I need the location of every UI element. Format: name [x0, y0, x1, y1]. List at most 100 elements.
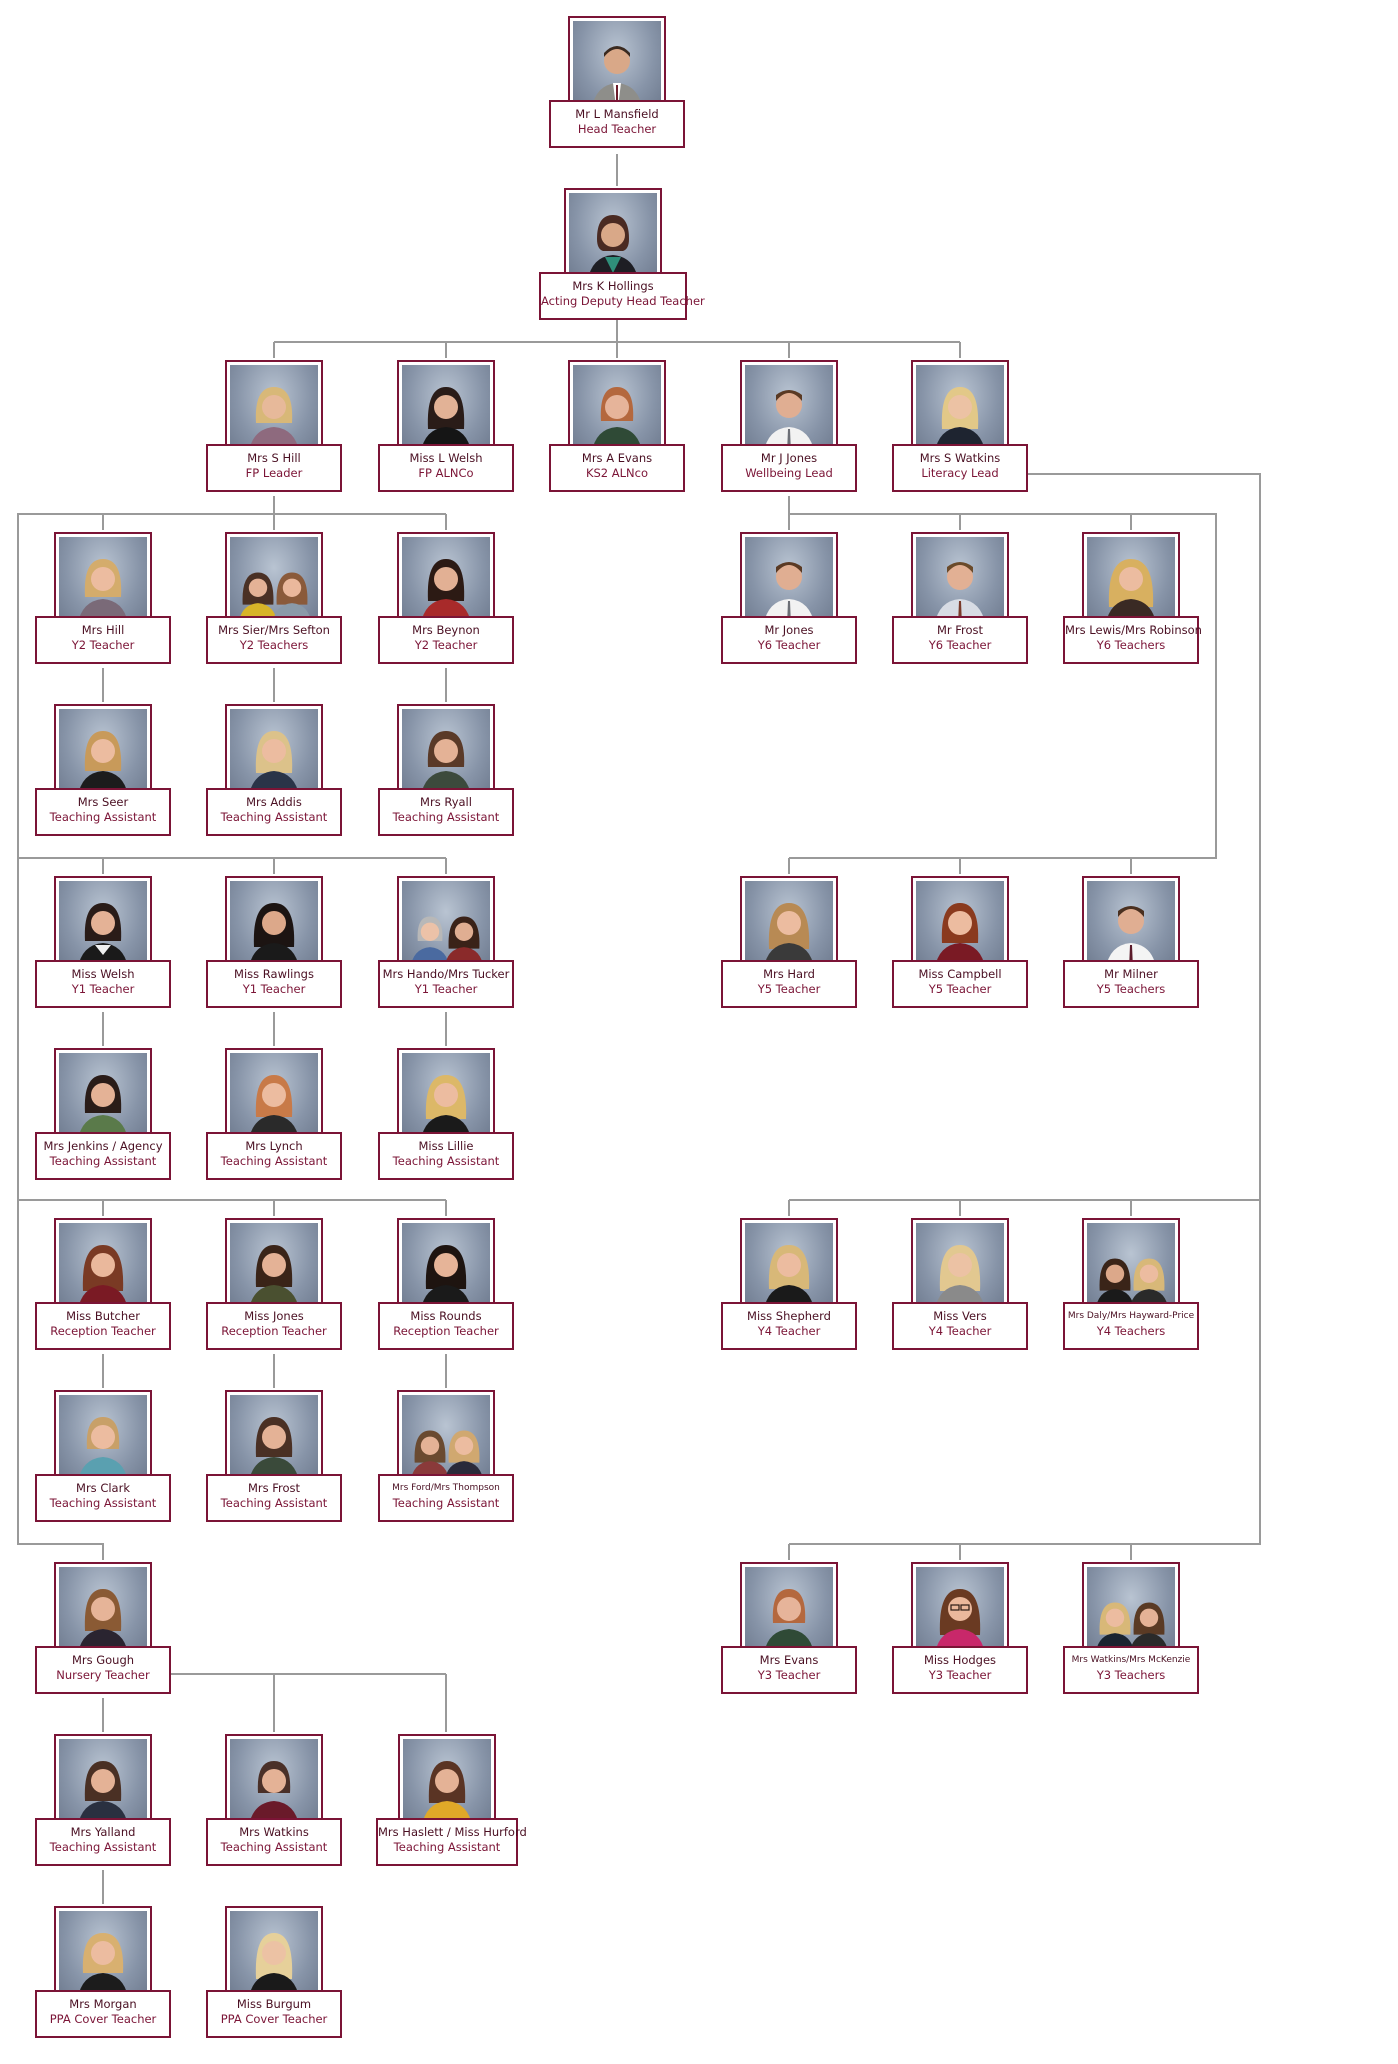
staff-name: Mrs Ryall	[420, 795, 472, 809]
staff-name: Mr Frost	[936, 623, 984, 637]
person-silhouette-icon	[77, 903, 129, 969]
staff-role: Teaching Assistant	[220, 1840, 328, 1854]
staff-name: Miss Lillie	[418, 1139, 474, 1153]
staff-role: Y4 Teacher	[928, 1324, 992, 1338]
portrait-photo	[1082, 532, 1180, 630]
staff-name: Miss Burgum	[236, 1997, 312, 2011]
staff-role: Reception Teacher	[50, 1324, 156, 1338]
portrait-photo	[225, 876, 323, 974]
staff-role: Nursery Teacher	[56, 1668, 150, 1682]
staff-name: Mrs Morgan	[69, 1997, 137, 2011]
staff-name: Mrs Lynch	[245, 1139, 303, 1153]
person-silhouette-icon	[420, 731, 472, 797]
staff-name: Mrs Yalland	[70, 1825, 136, 1839]
person-silhouette-icon	[420, 387, 472, 453]
staff-name: Mrs A Evans	[581, 451, 653, 465]
person-silhouette-icon	[934, 1245, 986, 1311]
staff-name: Mrs Watkins/Mrs McKenzie	[1071, 1655, 1191, 1665]
person-silhouette-icon	[248, 1933, 300, 1999]
staff-name: Mrs Hill	[81, 623, 125, 637]
staff-role: Y3 Teachers	[1096, 1668, 1166, 1682]
staff-role: Teaching Assistant	[392, 1496, 500, 1510]
person-silhouette-icon	[77, 1761, 129, 1827]
person-silhouette-icon	[77, 1589, 129, 1655]
person-silhouette-icon	[248, 731, 300, 797]
staff-name: Mrs Jenkins / Agency	[43, 1139, 163, 1153]
staff-role: Reception Teacher	[221, 1324, 327, 1338]
portrait-photo	[397, 1218, 495, 1316]
portrait-photo	[911, 1562, 1009, 1660]
staff-role: Teaching Assistant	[49, 1496, 157, 1510]
staff-name: Miss Butcher	[66, 1309, 140, 1323]
staff-role: Teaching Assistant	[392, 1154, 500, 1168]
portrait-photo	[740, 532, 838, 630]
staff-role: Y5 Teacher	[757, 982, 821, 996]
staff-name: Mrs S Watkins	[919, 451, 1001, 465]
staff-name: Mrs Clark	[76, 1481, 130, 1495]
staff-role: Teaching Assistant	[220, 1154, 328, 1168]
person-silhouette-icon	[591, 46, 643, 109]
person-silhouette-icon	[763, 903, 815, 969]
staff-role: Y6 Teacher	[928, 638, 992, 652]
staff-name: Mrs Haslett / Miss Hurford	[378, 1825, 527, 1839]
staff-name: Mr L Mansfield	[575, 107, 659, 121]
person-silhouette-icon	[763, 1245, 815, 1311]
staff-role: FP Leader	[245, 466, 303, 480]
staff-role: FP ALNCo	[418, 466, 474, 480]
staff-role: Y2 Teachers	[239, 638, 309, 652]
staff-name: Mrs Beynon	[412, 623, 480, 637]
portrait-photo	[740, 1562, 838, 1660]
staff-role: Teaching Assistant	[220, 810, 328, 824]
portrait-photo	[225, 704, 323, 802]
staff-name: Miss Jones	[244, 1309, 304, 1323]
staff-name: Mrs K Hollings	[572, 279, 654, 293]
portrait-photo	[564, 188, 662, 286]
staff-role: Y6 Teachers	[1096, 638, 1166, 652]
person-silhouette-icon	[77, 1933, 129, 1999]
portrait-photo	[911, 876, 1009, 974]
person-silhouette-icon	[248, 1075, 300, 1141]
staff-name: Mrs Ford/Mrs Thompson	[392, 1483, 500, 1493]
staff-role: Y1 Teacher	[71, 982, 135, 996]
staff-role: Y5 Teachers	[1096, 982, 1166, 996]
person-silhouette-icon	[248, 903, 300, 969]
portrait-photo	[568, 16, 666, 114]
staff-role: Y6 Teacher	[757, 638, 821, 652]
person-silhouette-icon	[77, 1417, 129, 1483]
staff-role: Y3 Teacher	[757, 1668, 821, 1682]
staff-role: Wellbeing Lead	[745, 466, 833, 480]
portrait-photo	[397, 360, 495, 458]
person-silhouette-icon	[77, 1075, 129, 1141]
staff-role: Literacy Lead	[921, 466, 999, 480]
portrait-photo	[397, 876, 495, 974]
